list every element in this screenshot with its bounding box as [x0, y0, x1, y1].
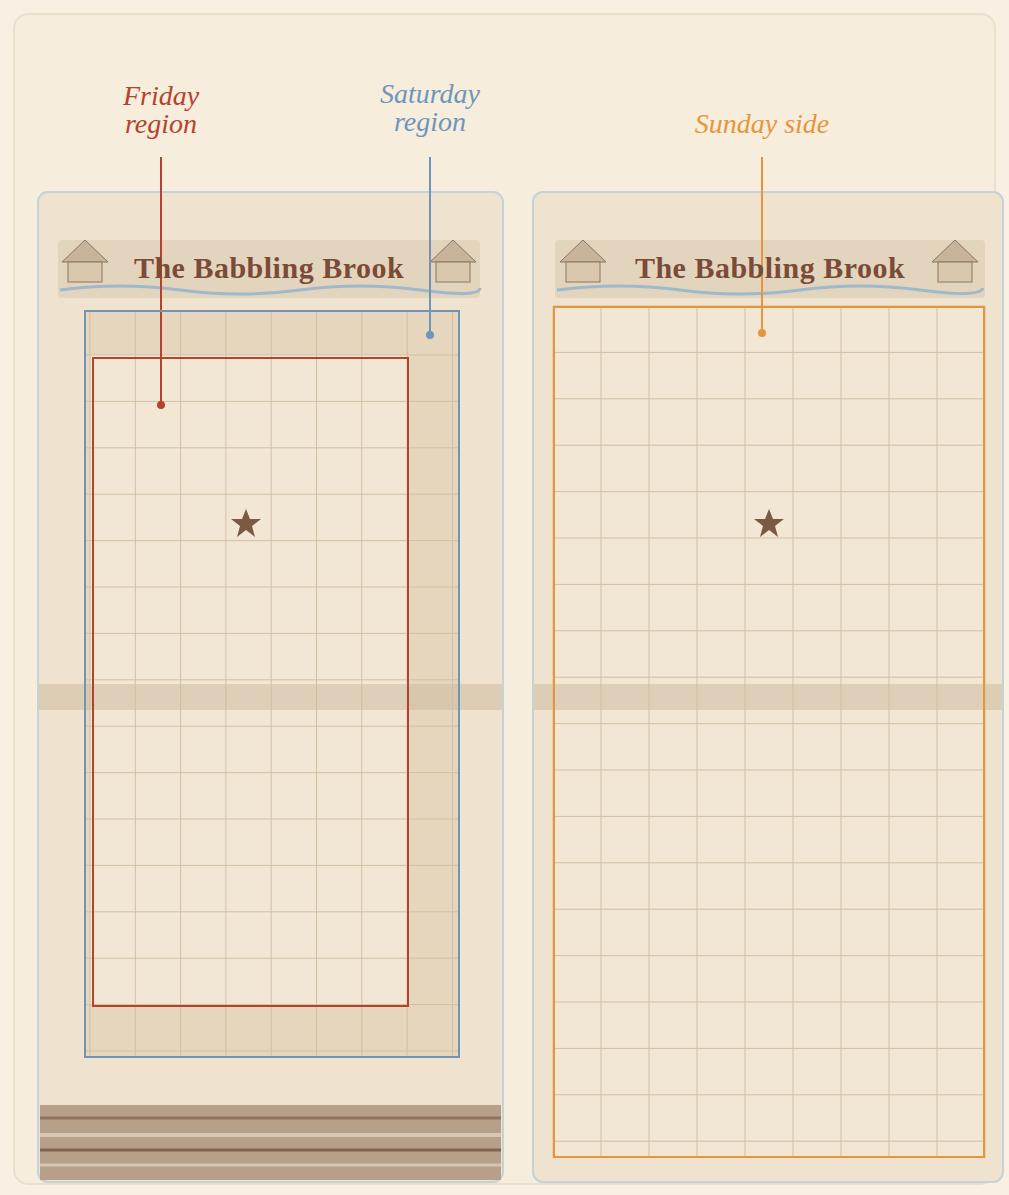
star — [754, 509, 784, 537]
wood-strip — [40, 1105, 501, 1180]
fold-band — [39, 684, 502, 710]
header-art — [58, 240, 985, 298]
outer-panel — [14, 14, 995, 1184]
left-sheet — [38, 192, 503, 1182]
right-sheet — [533, 192, 1003, 1182]
sunday-fill — [553, 306, 985, 1158]
fold-band — [534, 684, 1002, 710]
leader-dot — [758, 329, 766, 337]
leader-dot — [157, 401, 165, 409]
star — [231, 509, 261, 537]
region-label: Sunday side — [652, 110, 872, 138]
region-label: Friday region — [111, 82, 211, 138]
leader-line — [429, 157, 431, 333]
sheet-title: The Babbling Brook — [635, 251, 905, 285]
sunday-side: Sunday side — [553, 306, 985, 1158]
grid-lines — [553, 306, 985, 1158]
friday-region: Friday region — [92, 357, 409, 1007]
leader-line — [761, 157, 763, 331]
region-label: Saturday region — [360, 80, 500, 136]
sheet-title: The Babbling Brook — [134, 251, 404, 285]
saturday-region: Saturday regionFriday region — [84, 310, 460, 1058]
leader-dot — [426, 331, 434, 339]
